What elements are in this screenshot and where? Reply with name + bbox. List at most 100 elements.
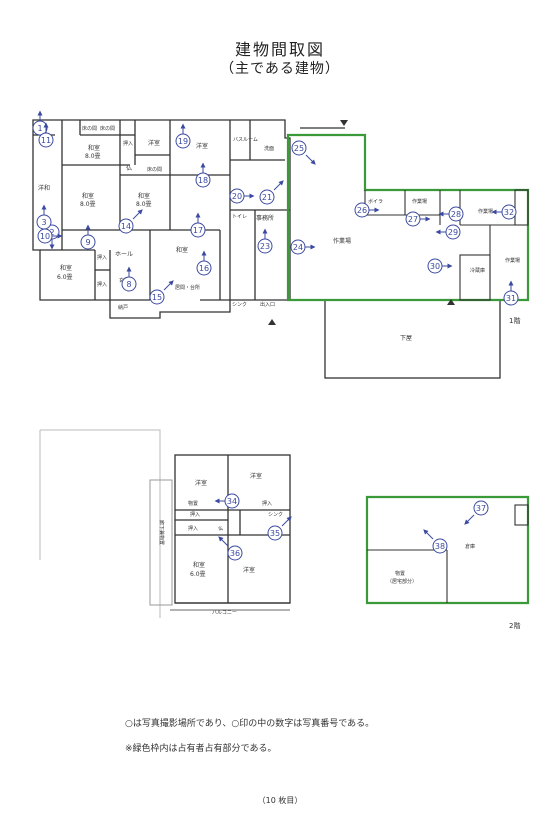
direction-arrow: [163, 280, 174, 291]
photo-marker-19: 19: [175, 123, 191, 149]
photo-marker-38: 38: [423, 529, 448, 554]
room-label: 作業場: [333, 237, 351, 245]
room-label: 8.0畳: [136, 201, 152, 208]
room-label: 洋室: [195, 479, 207, 487]
page-number: （10 枚目）: [257, 796, 303, 805]
page-title: 建物間取図: [234, 40, 325, 59]
entrance-marker: [268, 319, 276, 325]
marker-number: 23: [260, 242, 270, 251]
photo-marker-26: 26: [354, 202, 380, 218]
room-label: 事務所: [256, 214, 274, 222]
marker-number: 10: [40, 232, 50, 241]
room-label: 洋室: [148, 139, 160, 147]
marker-number: 28: [451, 210, 461, 219]
room-label: 8.0畳: [80, 201, 96, 208]
room-label: 和室: [176, 246, 188, 254]
room-label: 洋和: [38, 184, 50, 192]
marker-circle: [432, 538, 448, 554]
marker-circle: [354, 202, 370, 218]
photo-marker-32: 32: [491, 204, 517, 220]
photo-marker-10: 10: [37, 228, 63, 244]
photo-marker-37: 37: [464, 500, 489, 525]
photo-marker-21: 21: [259, 180, 284, 205]
room-label: 居間・台所: [175, 284, 200, 291]
room-label: 下屋: [400, 335, 412, 342]
room-label: 和室: [88, 144, 100, 152]
marker-number: 27: [408, 215, 418, 224]
direction-arrow: [305, 154, 316, 165]
photo-marker-36: 36: [218, 536, 243, 561]
photo-marker-28: 28: [438, 206, 464, 222]
photo-marker-15: 15: [149, 280, 174, 305]
floor1-labels: 洋和 和室 6.0畳 和室 8.0畳 和室 8.0畳 和室 8.0畳 床の間 床…: [38, 125, 520, 342]
marker-number: 32: [504, 208, 514, 217]
room-label: 床の間: [100, 125, 115, 132]
marker-number: 20: [232, 192, 242, 201]
marker-number: 36: [230, 549, 240, 558]
entrance-marker: [447, 299, 455, 305]
marker-circle: [229, 188, 245, 204]
room-label: 6.0畳: [190, 571, 206, 578]
room-label: 洗面: [264, 145, 274, 152]
direction-arrow: [423, 529, 434, 540]
marker-number: 17: [193, 226, 203, 235]
room-label: 冷蔵庫: [470, 267, 485, 274]
photo-marker-29: 29: [435, 224, 461, 240]
marker-circle: [473, 500, 489, 516]
room-label: 押入: [190, 511, 200, 518]
marker-circle: [80, 234, 96, 250]
marker-number: 2: [49, 228, 54, 237]
marker-number: 11: [41, 136, 51, 145]
marker-number: 18: [198, 176, 208, 185]
direction-arrow: [132, 209, 143, 220]
marker-number: 14: [121, 222, 131, 231]
room-label: 仏: [126, 165, 132, 172]
room-label: 6.0畳: [57, 274, 73, 281]
photo-marker-16: 16: [196, 250, 212, 276]
room-label: 和室: [60, 264, 72, 272]
marker-number: 21: [262, 193, 272, 202]
marker-number: 9: [85, 238, 90, 247]
room-label: 作業場: [412, 198, 427, 205]
marker-circle: [290, 239, 306, 255]
marker-circle: [224, 493, 240, 509]
photo-marker-24: 24: [290, 239, 316, 255]
marker-number: 31: [506, 294, 516, 303]
marker-circle: [267, 525, 283, 541]
photo-marker-17: 17: [190, 212, 206, 238]
marker-number: 30: [430, 262, 440, 271]
marker-number: 38: [435, 542, 445, 551]
room-label: 倉庫: [465, 543, 475, 550]
room-label: 8.0畳: [85, 153, 101, 160]
floor2-tag: 2階: [509, 622, 521, 630]
direction-arrow: [273, 180, 284, 191]
photo-marker-27: 27: [405, 211, 431, 227]
photo-marker-3: 3: [36, 204, 52, 230]
marker-number: 26: [357, 206, 367, 215]
photo-marker-8: 8: [121, 266, 137, 292]
marker-number: 25: [294, 144, 304, 153]
marker-number: 19: [178, 137, 188, 146]
room-label: 納戸: [118, 304, 128, 311]
legend-line-2: ※緑色枠内は占有者占有部分である。: [125, 744, 277, 754]
photo-marker-35: 35: [267, 516, 292, 541]
room-label: 和室: [138, 192, 150, 200]
floor1: [32, 119, 501, 379]
marker-circle: [445, 224, 461, 240]
marker-number: 3: [41, 218, 46, 227]
marker-circle: [259, 189, 275, 205]
photo-marker-1: 1: [32, 110, 48, 136]
room-label: 洋室: [196, 142, 208, 150]
room-label: 押入: [262, 500, 272, 507]
marker-circle: [501, 204, 517, 220]
marker-number: 35: [270, 529, 280, 538]
marker-circle: [195, 172, 211, 188]
marker-circle: [257, 238, 273, 254]
marker-number: 29: [448, 228, 458, 237]
marker-number: 16: [199, 264, 209, 273]
occupied-area-floor2: [365, 495, 530, 605]
legend-line-1: ○は写真撮影場所であり、○印の中の数字は写真番号である。: [125, 719, 375, 729]
room-label: 洋室: [250, 472, 262, 480]
room-label: バルコニー: [212, 610, 237, 616]
